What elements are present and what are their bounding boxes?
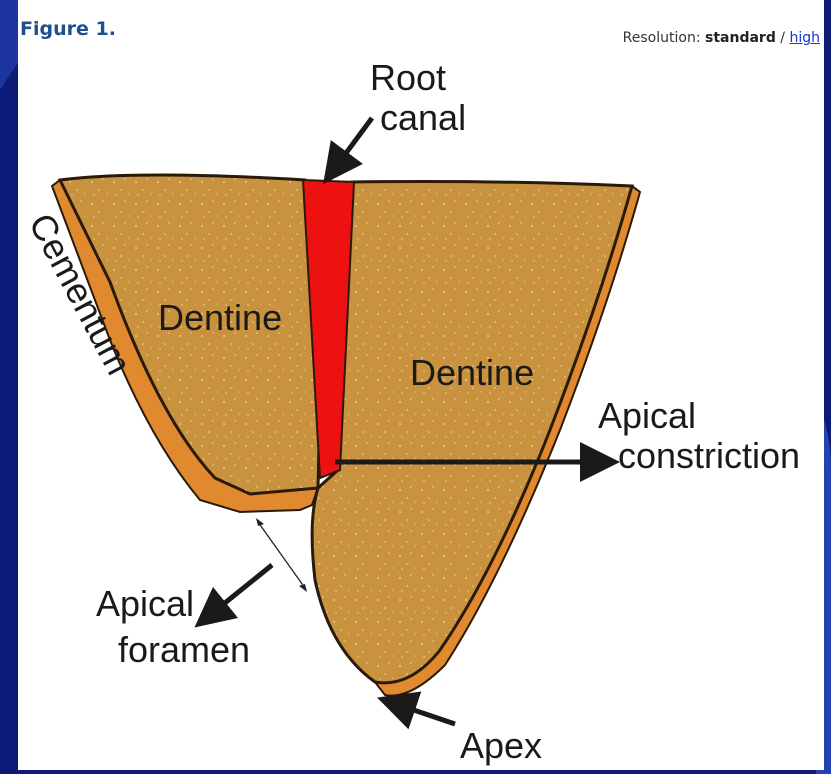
label-apical-foramen-line2: foramen (118, 629, 250, 670)
label-dentine-right: Dentine (410, 352, 534, 393)
apical-foramen-arrow (210, 565, 272, 615)
label-apical-constriction-line1: Apical (598, 395, 696, 436)
label-apical-constriction-line2: constriction (618, 435, 800, 476)
label-root-canal-line2: canal (380, 97, 466, 138)
foramen-width-indicator (258, 522, 305, 588)
root-canal-arrow (335, 118, 372, 168)
foramen-width-tip-bottom (299, 584, 307, 592)
label-dentine-left: Dentine (158, 297, 282, 338)
label-apex: Apex (460, 725, 542, 766)
label-root-canal-line1: Root (370, 57, 446, 98)
foramen-width-tip-top (256, 518, 264, 526)
apex-arrow (396, 704, 455, 724)
label-apical-foramen-line1: Apical (96, 583, 194, 624)
